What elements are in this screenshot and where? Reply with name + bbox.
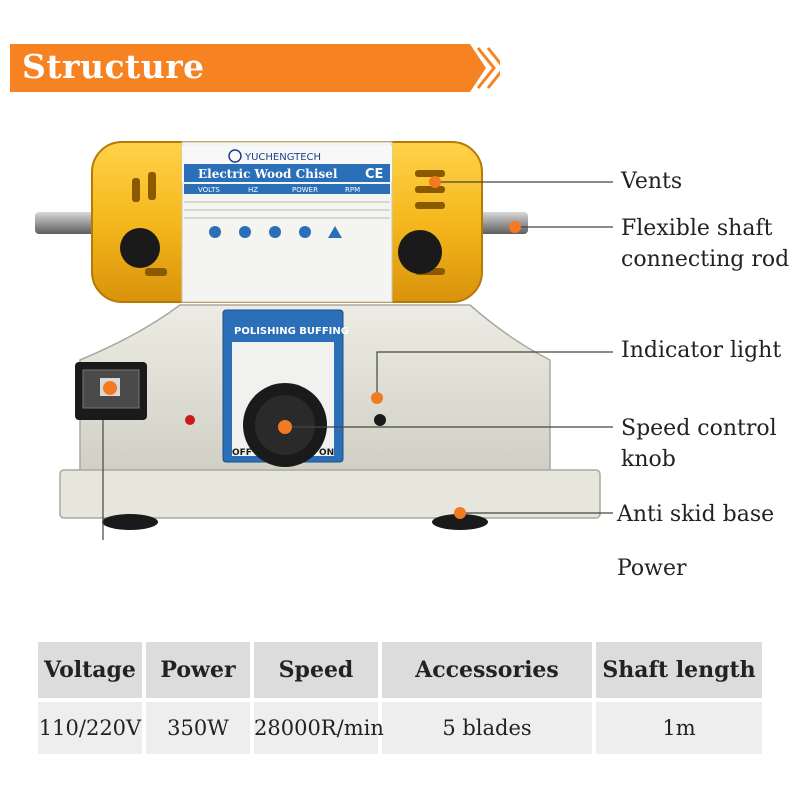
callout-indicator-light: Indicator light [621, 338, 782, 363]
label-brand: YUCHENGTECH [244, 152, 321, 163]
marker-vents [429, 176, 441, 188]
value-voltage: 110/220V [38, 702, 142, 754]
spec-table: Voltage Power Speed Accessories Shaft le… [34, 638, 766, 758]
label-cert: CE [365, 167, 383, 182]
right-indicator-light [374, 414, 386, 426]
label-title: Electric Wood Chisel [198, 167, 338, 181]
svg-text:OFF: OFF [232, 448, 252, 458]
value-power: 350W [146, 702, 250, 754]
svg-text:ON: ON [319, 448, 334, 458]
marker-base [454, 507, 466, 519]
banner-title: Structure [22, 47, 205, 86]
marker-shaft [509, 221, 521, 233]
header-accessories: Accessories [382, 642, 592, 698]
callout-anti-skid-base: Anti skid base [617, 502, 775, 527]
foot-left [102, 514, 158, 530]
header-speed: Speed [254, 642, 378, 698]
header-voltage: Voltage [38, 642, 142, 698]
marker-power [103, 381, 117, 395]
svg-text:RPM: RPM [345, 186, 360, 194]
label-warning-icons [209, 226, 342, 238]
left-port [120, 228, 160, 268]
left-indicator-light [185, 415, 195, 425]
panel-label: POLISHING BUFFING [234, 326, 349, 337]
banner-arrow-shape [10, 44, 500, 92]
callout-markers [103, 176, 521, 519]
callout-vents: Vents [621, 169, 683, 194]
right-port [398, 230, 442, 274]
value-accessories: 5 blades [382, 702, 592, 754]
spec-header-row: Voltage Power Speed Accessories Shaft le… [38, 642, 762, 698]
spec-value-row: 110/220V 350W 28000R/min 5 blades 1m [38, 702, 762, 754]
marker-indicator [371, 392, 383, 404]
svg-text:VOLTS: VOLTS [198, 186, 220, 194]
svg-text:HZ: HZ [248, 186, 258, 194]
foot-right [432, 514, 488, 530]
leader-lines [102, 181, 613, 540]
callout-power: Power [617, 556, 687, 581]
header-shaft-length: Shaft length [596, 642, 762, 698]
value-speed: 28000R/min [254, 702, 384, 754]
svg-text:POWER: POWER [292, 186, 318, 194]
marker-knob [278, 420, 292, 434]
header-power: Power [146, 642, 250, 698]
polisher-illustration: YUCHENGTECH Electric Wood Chisel CE VOLT… [35, 141, 613, 540]
base-plate [59, 469, 601, 519]
callout-flexible-shaft: Flexible shaft connecting rod [621, 216, 790, 272]
left-vents [132, 172, 167, 276]
structure-banner: Structure [10, 44, 500, 92]
left-shaft [35, 212, 105, 234]
callout-speed-knob: Speed control knob [621, 416, 777, 472]
value-shaft-length: 1m [596, 702, 762, 754]
